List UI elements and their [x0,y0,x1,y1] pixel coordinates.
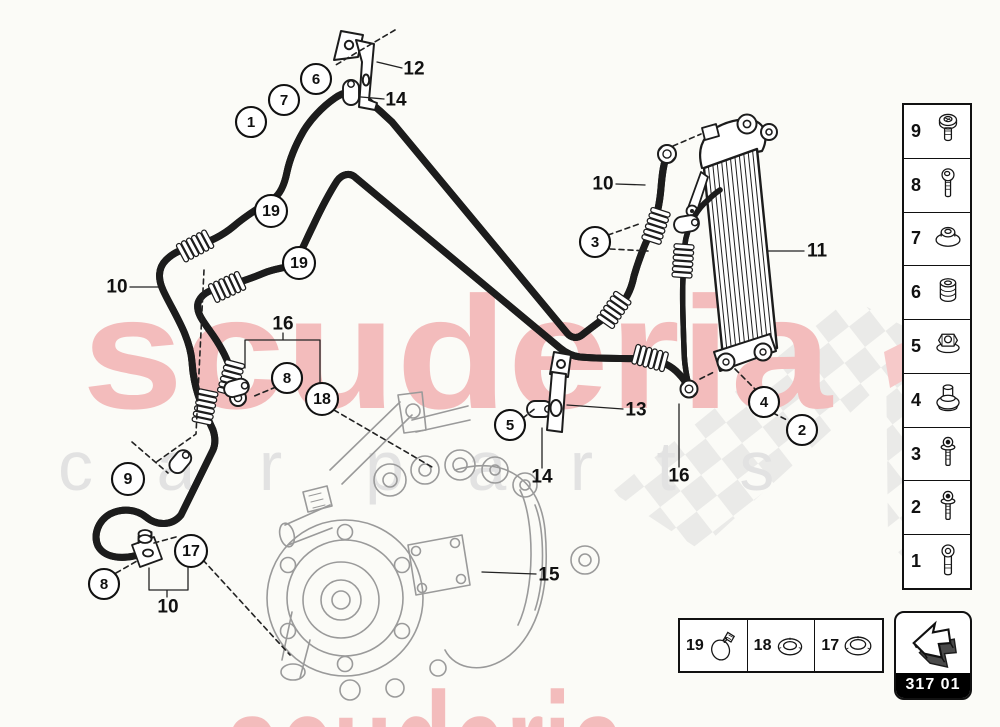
part-label-11[interactable]: 11 [807,241,828,262]
corrugated-sleeves [175,206,695,426]
dashed-reference-lines [115,29,790,656]
svg-text:19: 19 [262,203,280,220]
callout-8[interactable]: 8 [87,567,121,601]
sidebar-item-number: 1 [911,551,922,572]
callout-2[interactable]: 2 [785,413,819,447]
page-nav-box[interactable]: 317 01 [894,611,972,700]
sidebar-item-number: 4 [911,389,922,410]
rubber-bushing-icon [939,277,957,302]
grommet-icon [935,226,961,247]
sidebar-item-8[interactable]: 8 [904,157,970,212]
svg-text:8: 8 [100,576,108,593]
part-label-10[interactable]: 10 [592,174,613,195]
washer-screw-icon [940,436,956,467]
svg-text:1: 1 [247,114,255,131]
svg-text:18: 18 [313,391,331,408]
svg-text:9: 9 [124,471,133,488]
watermark-tagline-parts: p a r t s [365,427,796,505]
socket-bolt-icon [941,544,955,576]
tall-grommet-icon [936,384,960,412]
legend-item-17[interactable]: 17 [814,620,882,671]
leader-lines [129,61,805,598]
callout-6[interactable]: 6 [299,62,333,96]
svg-text:2: 2 [798,422,806,439]
part-label-15[interactable]: 15 [538,565,560,586]
sidebar-item-number: 5 [911,336,922,357]
sidebar-item-number: 2 [911,497,922,518]
svg-text:8: 8 [283,370,291,387]
sidebar-item-1[interactable]: 1 [904,534,970,588]
svg-text:19: 19 [290,255,308,272]
sidebar-item-5[interactable]: 5 [904,319,970,373]
svg-text:6: 6 [312,71,320,88]
callout-8[interactable]: 8 [270,361,304,395]
part-label-10[interactable]: 10 [157,597,178,618]
ball-head-screw-icon [941,168,955,198]
fastener-sidebar: 9 8 7 6 5 4 3 2 1 [902,103,972,590]
washer-screw-icon [940,490,956,520]
callout-3[interactable]: 3 [578,225,612,259]
callout-1[interactable]: 1 [234,105,268,139]
callout-7[interactable]: 7 [267,83,301,117]
sidebar-item-number: 7 [911,228,922,249]
callout-9[interactable]: 9 [110,461,146,497]
sidebar-item-number: 3 [911,443,922,464]
sidebar-item-number: 8 [911,174,922,195]
legend-item-19[interactable]: 19 [680,620,747,671]
page-code: 317 01 [896,673,970,698]
legend-item-number: 17 [821,636,840,654]
svg-text:3: 3 [591,234,599,251]
legend-item-18[interactable]: 18 [746,620,815,671]
svg-text:5: 5 [506,417,514,434]
part-label-10[interactable]: 10 [106,277,127,298]
callout-4[interactable]: 4 [747,385,781,419]
bracket-17-drawing [131,529,163,568]
legend-item-number: 19 [686,636,704,654]
watermark-brand-text-clipped: scuderia [225,661,626,727]
bracket-13-drawing [546,351,572,433]
part-label-14[interactable]: 14 [531,467,553,488]
gearbox-drawing [266,391,600,701]
part-label-12[interactable]: 12 [403,59,424,80]
part-label-16[interactable]: 16 [272,314,293,335]
hex-head-bolt-icon [938,114,958,142]
sidebar-item-number: 6 [911,282,922,303]
callout-17[interactable]: 17 [173,533,209,569]
sidebar-item-3[interactable]: 3 [904,426,970,481]
sidebar-item-7[interactable]: 7 [904,211,970,266]
callout-19[interactable]: 19 [253,193,289,229]
oil-cooler-drawing [685,113,779,372]
svg-text:7: 7 [280,92,288,109]
seal-legend: 19 18 17 [678,618,884,673]
hose-clamp-icon [708,631,735,663]
sidebar-item-6[interactable]: 6 [904,265,970,319]
checkered-flag-graphic [612,298,930,550]
sidebar-item-4[interactable]: 4 [904,372,970,427]
sidebar-item-2[interactable]: 2 [904,480,970,534]
callout-5[interactable]: 5 [493,408,527,442]
part-label-13[interactable]: 13 [625,400,646,421]
part-label-16[interactable]: 16 [668,466,689,487]
o-ring-icon [778,636,803,655]
part-label-14[interactable]: 14 [385,90,407,111]
svg-text:4: 4 [760,394,769,411]
callout-18[interactable]: 18 [304,381,340,417]
arrow-up-left-icon [896,613,970,673]
svg-text:17: 17 [182,543,200,560]
legend-item-number: 18 [753,636,772,654]
flange-nut-icon [936,333,960,353]
callout-19[interactable]: 19 [281,245,317,281]
seal-ring-icon [844,634,872,655]
sidebar-item-9[interactable]: 9 [904,105,970,158]
sidebar-item-number: 9 [911,120,922,141]
